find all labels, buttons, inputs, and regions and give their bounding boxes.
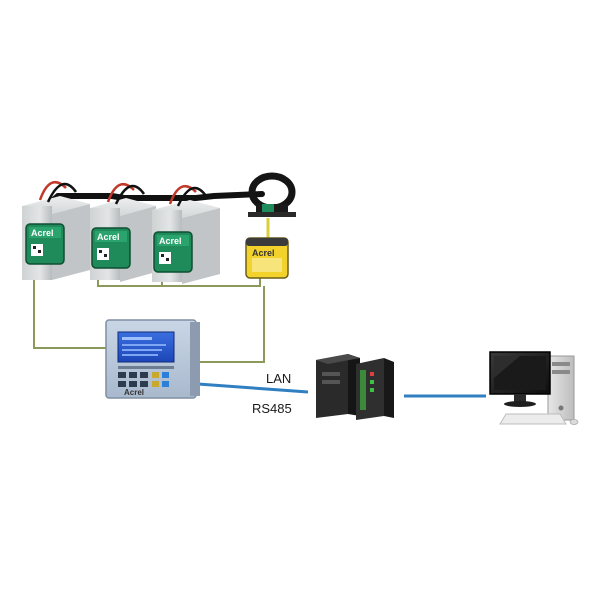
module-brand-label: Acrel <box>97 232 120 242</box>
battery-3: Acrel <box>152 184 220 284</box>
qr-code-icon <box>159 252 171 264</box>
gateway-server <box>316 354 394 420</box>
battery-2: Acrel <box>90 182 156 282</box>
module-brand-label: Acrel <box>31 228 54 238</box>
host-display <box>117 331 175 363</box>
rs485-label: RS485 <box>252 401 292 416</box>
battery-1: Acrel <box>22 180 90 280</box>
gateway-server-icon <box>316 354 348 418</box>
qr-code-icon <box>97 248 109 260</box>
current-sensor <box>248 172 296 217</box>
monitoring-host: Acrel <box>105 319 200 399</box>
wire-battery1-to-host <box>33 262 112 349</box>
host-brand-label: Acrel <box>124 388 144 397</box>
lan-label: LAN <box>266 371 291 386</box>
desktop-computer <box>489 351 579 425</box>
mouse-icon <box>569 419 579 425</box>
keyboard-icon <box>499 413 567 425</box>
wire-sensor-to-host <box>190 286 265 363</box>
current-monitor-module: Acrel <box>245 237 289 279</box>
battery-string-cable <box>43 191 265 209</box>
wire-host-to-gateway <box>197 382 309 394</box>
host-keypad <box>118 372 169 387</box>
qr-code-icon <box>31 244 43 256</box>
module-brand-label: Acrel <box>159 236 182 246</box>
network-wiring <box>197 382 486 398</box>
module-brand-label: Acrel <box>252 248 275 258</box>
